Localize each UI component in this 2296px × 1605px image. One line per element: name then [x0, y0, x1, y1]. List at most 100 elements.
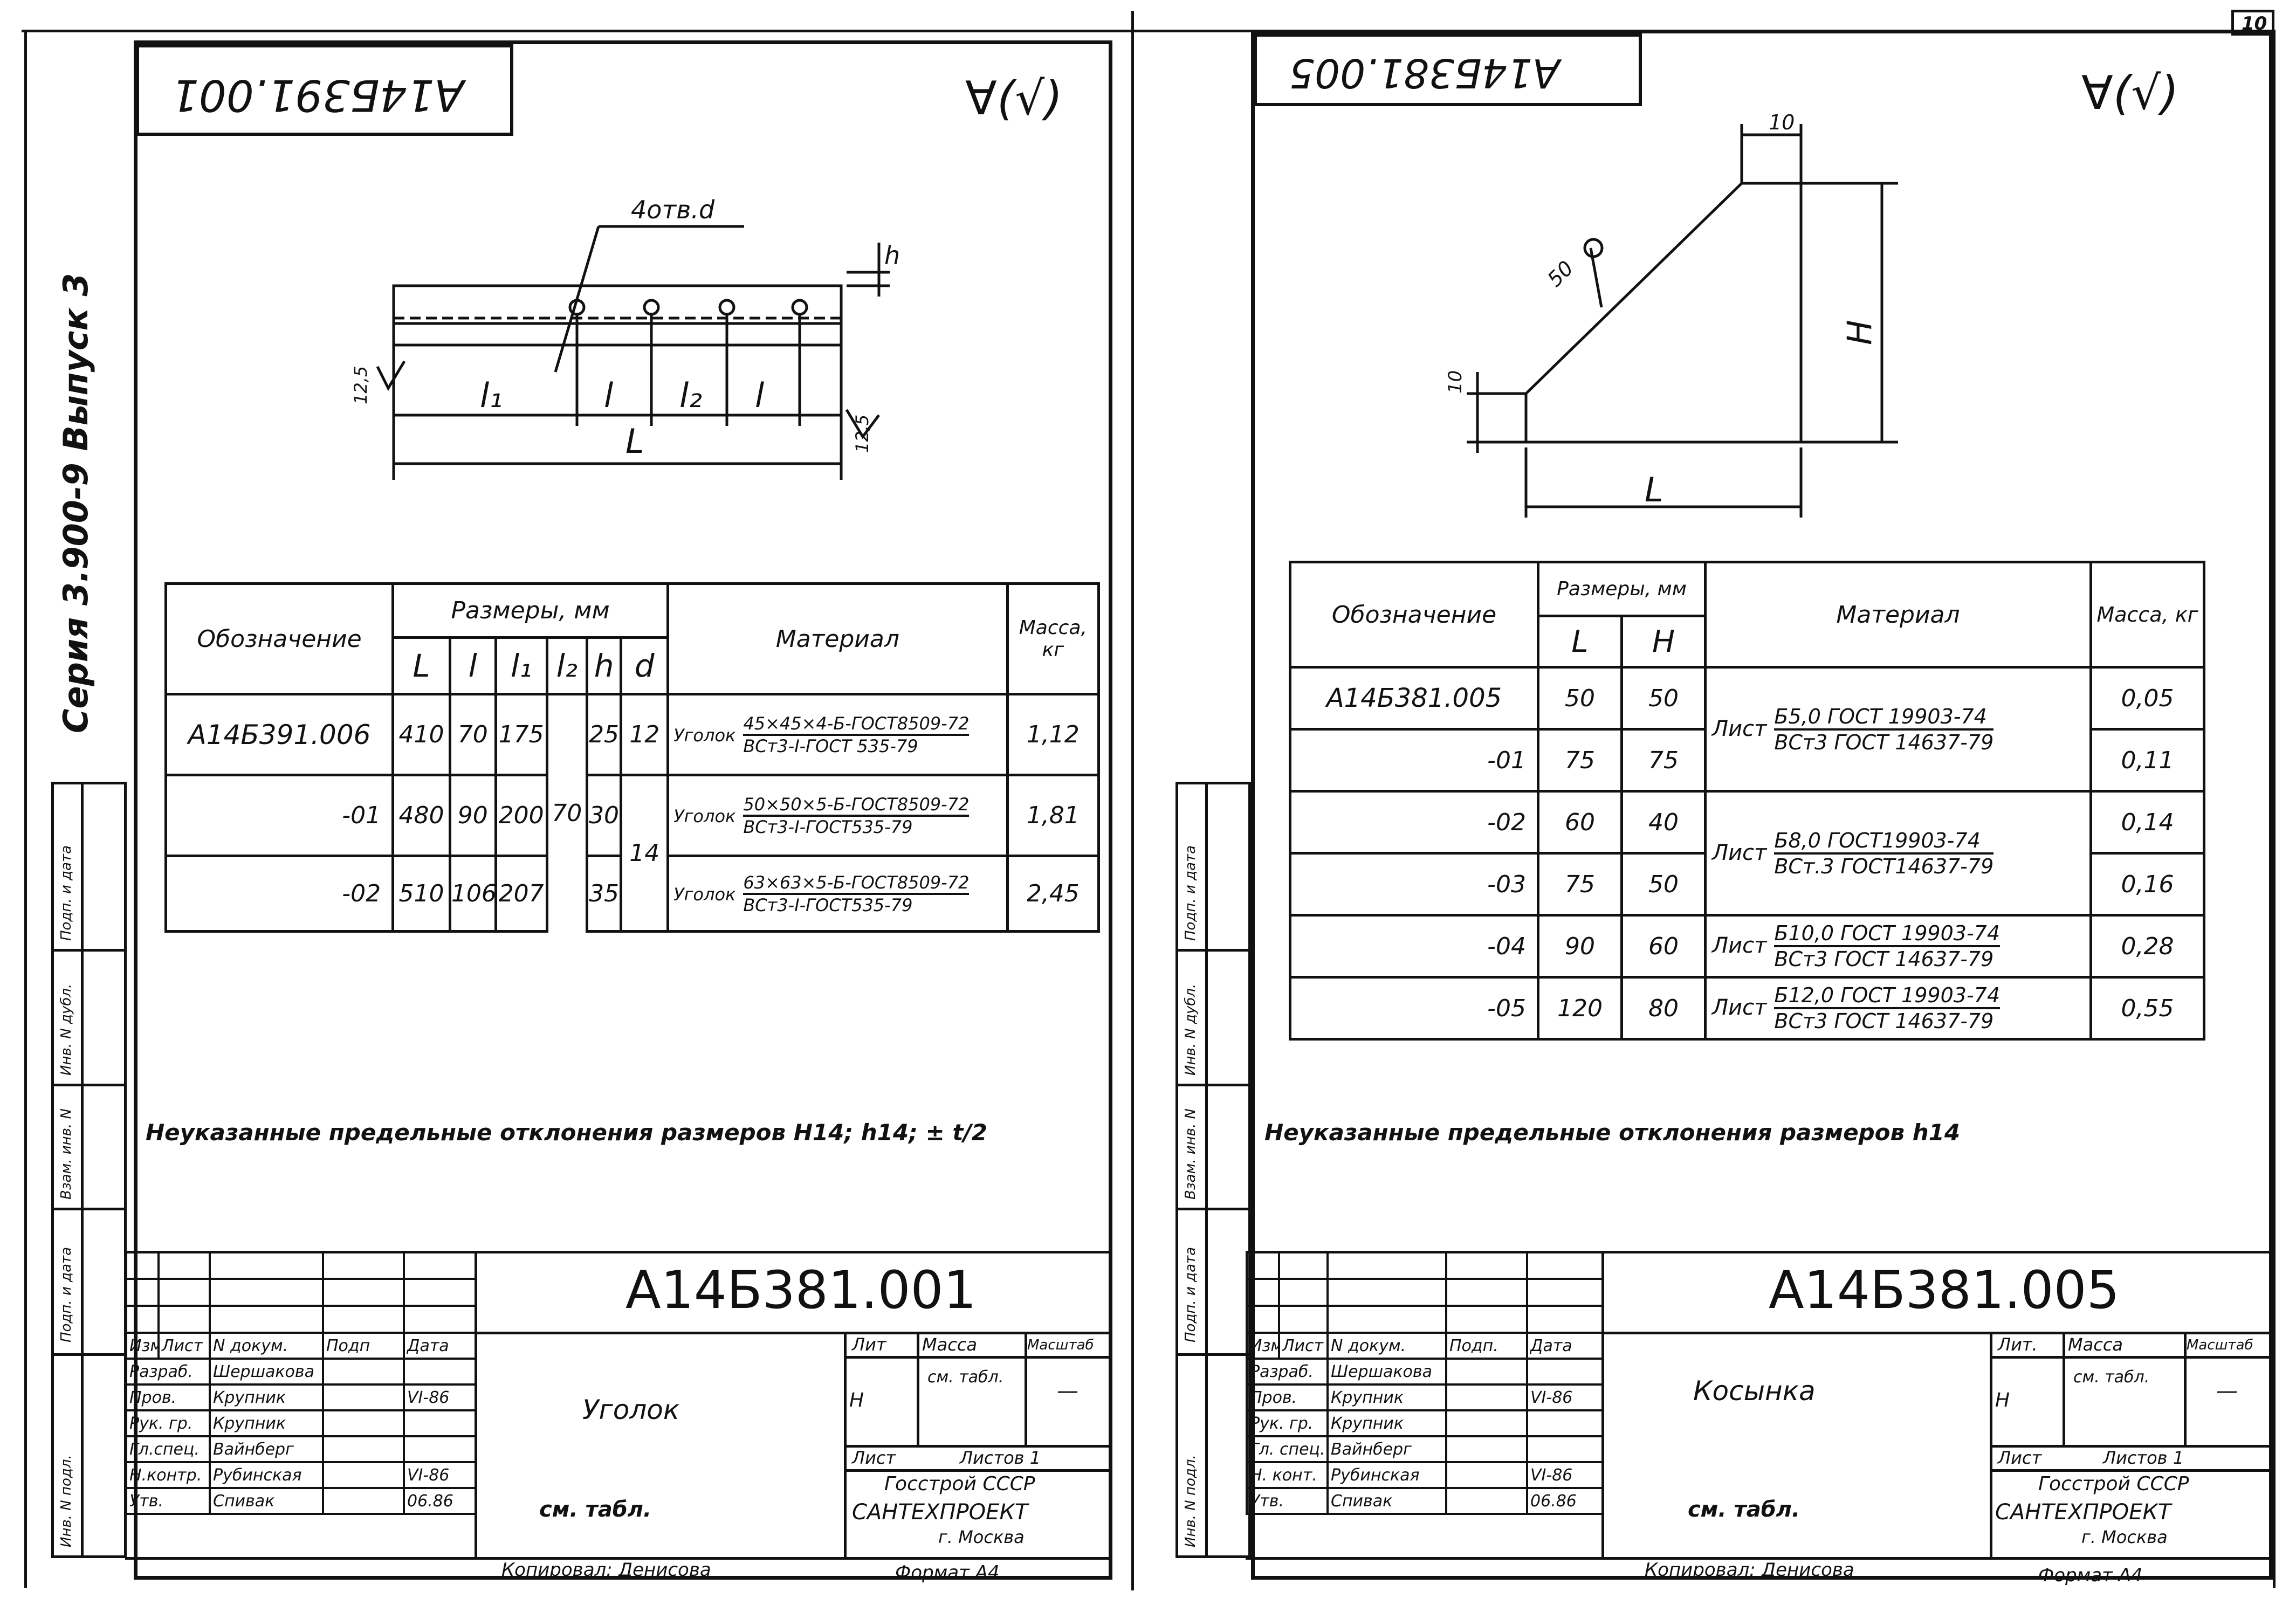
tb-hdr: Изм [125, 1332, 160, 1360]
cell: 60 [1537, 790, 1623, 855]
sidebar-sep [1176, 1353, 1251, 1356]
cell: 75 [1537, 728, 1623, 793]
tb-person-row: Утв. Спивак 06.86 [1246, 1487, 1604, 1515]
table-row: -04 90 60 Лист Б10,0 ГОСТ 19903-74 ВСт3 … [1289, 914, 2206, 979]
right-tb-see-table: см. табл. [1688, 1497, 1800, 1522]
tb-div [2184, 1332, 2187, 1445]
right-row5-material: Лист Б12,0 ГОСТ 19903-74 ВСт3 ГОСТ 14637… [1704, 976, 2093, 1041]
right-gusset-drawing: 10 10 50 H L [1445, 111, 1898, 518]
right-tb-lit-line [1990, 1356, 2273, 1359]
tb-person-row: Разраб. Шершакова [1246, 1358, 1604, 1386]
tb-date: VI-86 [1526, 1461, 1604, 1489]
mat-prefix: Уголок [673, 805, 736, 826]
right-tb-bottom [1246, 1557, 2273, 1560]
left-angle-drawing: 4отв.d 12,5 12,5 l₁ l l₂ l L h [350, 195, 900, 480]
right-dim-L: L [1645, 470, 1663, 509]
tb-role: Гл. спец. [1246, 1435, 1329, 1463]
mat-prefix: Лист [1712, 995, 1767, 1020]
tb-person-row: Пров. Крупник VI-86 [1246, 1383, 1604, 1411]
left-tb-see-table: см. табл. [539, 1497, 652, 1522]
right-row0-material: Лист Б5,0 ГОСТ 19903-74 ВСт3 ГОСТ 14637-… [1704, 666, 2093, 793]
left-tb-top [125, 1251, 1112, 1253]
sidebar-sep [1176, 949, 1251, 952]
right-stamp-code: А14Б381.005 [1289, 50, 1560, 96]
left-th-col: d [620, 636, 670, 695]
left-format: Формат А4 [895, 1562, 1000, 1583]
right-spec-table: Обозначение Размеры, мм Материал Масса, … [1289, 561, 2206, 1041]
left-th-designation: Обозначение [164, 582, 395, 695]
tb-role: Н.контр. [125, 1461, 211, 1489]
left-tb-lit-line [844, 1356, 1112, 1359]
right-th-material: Материал [1704, 561, 2093, 669]
tb-hdr: Дата [403, 1332, 477, 1360]
cell: -01 [164, 774, 395, 857]
cell: 80 [1620, 976, 1707, 1041]
left-row0-material: Уголок 45×45×4-Б-ГОСТ8509-72 ВСт3-I-ГОСТ… [666, 693, 1009, 776]
cell: 30 [585, 774, 623, 857]
right-dim-top: 10 [1769, 111, 1795, 134]
left-sidebar [51, 782, 127, 1558]
table-row: -01 75 75 0,11 [1289, 728, 2206, 793]
left-spec-table: Обозначение Размеры, мм Материал Масса, … [164, 582, 1101, 933]
tb-date: 06.86 [403, 1487, 477, 1515]
right-frame [1251, 30, 2273, 1580]
tb-date: VI-86 [403, 1461, 477, 1489]
left-th-col: l₂ [545, 636, 588, 695]
cell: -03 [1289, 852, 1539, 917]
tb-person-row: Гл. спец. Вайнберг [1246, 1435, 1604, 1463]
tb-role: Гл.спец. [125, 1435, 211, 1463]
tb-person-row: Пров. Крупник VI-86 [125, 1383, 477, 1411]
right-tb-vdiv [1601, 1251, 1604, 1558]
sidebar-sep [51, 1353, 127, 1356]
sidebar-sep [51, 949, 127, 952]
left-dim-L: L [625, 422, 644, 461]
sidebar-sep [1176, 1084, 1251, 1086]
tb-hdr: N докум. [209, 1332, 324, 1360]
left-holes-label: 4отв.d [631, 195, 715, 224]
series-label: Серия 3.900-9 Выпуск 3 [56, 273, 95, 733]
tb-name: Шершакова [209, 1358, 324, 1386]
cell: 75 [1620, 728, 1707, 793]
tb-date: VI-86 [403, 1383, 477, 1411]
cell: 175 [494, 693, 548, 776]
left-tb-sheet: Лист [852, 1448, 896, 1468]
right-tb-changes: Изм Лист N докум. Подп. Дата Разраб. Шер… [1246, 1251, 1604, 1515]
mat-top: 45×45×4-Б-ГОСТ8509-72 [743, 713, 970, 736]
tb-name: Вайнберг [1326, 1435, 1447, 1463]
cell: 75 [1537, 852, 1623, 917]
right-tb-org1: Госстрой СССР [2038, 1473, 2189, 1495]
sidebar-label: Инв. N дубл. [1183, 983, 1199, 1076]
cell: -01 [1289, 728, 1539, 793]
left-roughness-mark: ∀(√) [965, 72, 1063, 126]
tb-name: Вайнберг [209, 1435, 324, 1463]
tb-div [917, 1332, 919, 1445]
mat-bot: ВСт3 ГОСТ 14637-79 [1774, 730, 1994, 754]
left-rough-1: 12,5 [350, 366, 371, 404]
left-row1-material: Уголок 50×50×5-Б-ГОСТ8509-72 ВСт3-I-ГОСТ… [666, 774, 1009, 857]
left-tb-bottom [125, 1557, 1112, 1560]
tb-date [403, 1435, 477, 1463]
right-tb-sheet: Лист [1998, 1448, 2042, 1468]
left-stamp: А14Б391.001 [136, 44, 513, 136]
tb-hdr: Подп. [1445, 1332, 1528, 1360]
tb-name: Спивак [1326, 1487, 1447, 1515]
tb-role: Н. конт. [1246, 1461, 1329, 1489]
tb-header-row: Изм Лист N докум. Подп. Дата [1246, 1332, 1604, 1360]
sidebar-label: Подп. и дата [1183, 1246, 1199, 1342]
cell: 35 [585, 855, 623, 933]
tb-date [1526, 1435, 1604, 1463]
left-tb-mass: Масса [922, 1334, 978, 1355]
tb-person-row: Разраб. Шершакова [125, 1358, 477, 1386]
right-format: Формат А4 [2038, 1565, 2143, 1586]
table-row: -03 75 50 0,16 [1289, 852, 2206, 917]
cell: 0,14 [2089, 790, 2206, 855]
cell: -02 [164, 855, 395, 933]
left-th-material: Материал [666, 582, 1009, 695]
right-tb-scale: Масштаб [2187, 1337, 2253, 1353]
left-copied-by: Копировал: Денисова [501, 1559, 711, 1581]
right-tb-org3: г. Москва [2081, 1527, 2168, 1547]
cell: 14 [620, 774, 670, 933]
left-dim-l-2: l [755, 376, 764, 415]
cell: -02 [1289, 790, 1539, 855]
sheet-divider [1131, 11, 1134, 1590]
